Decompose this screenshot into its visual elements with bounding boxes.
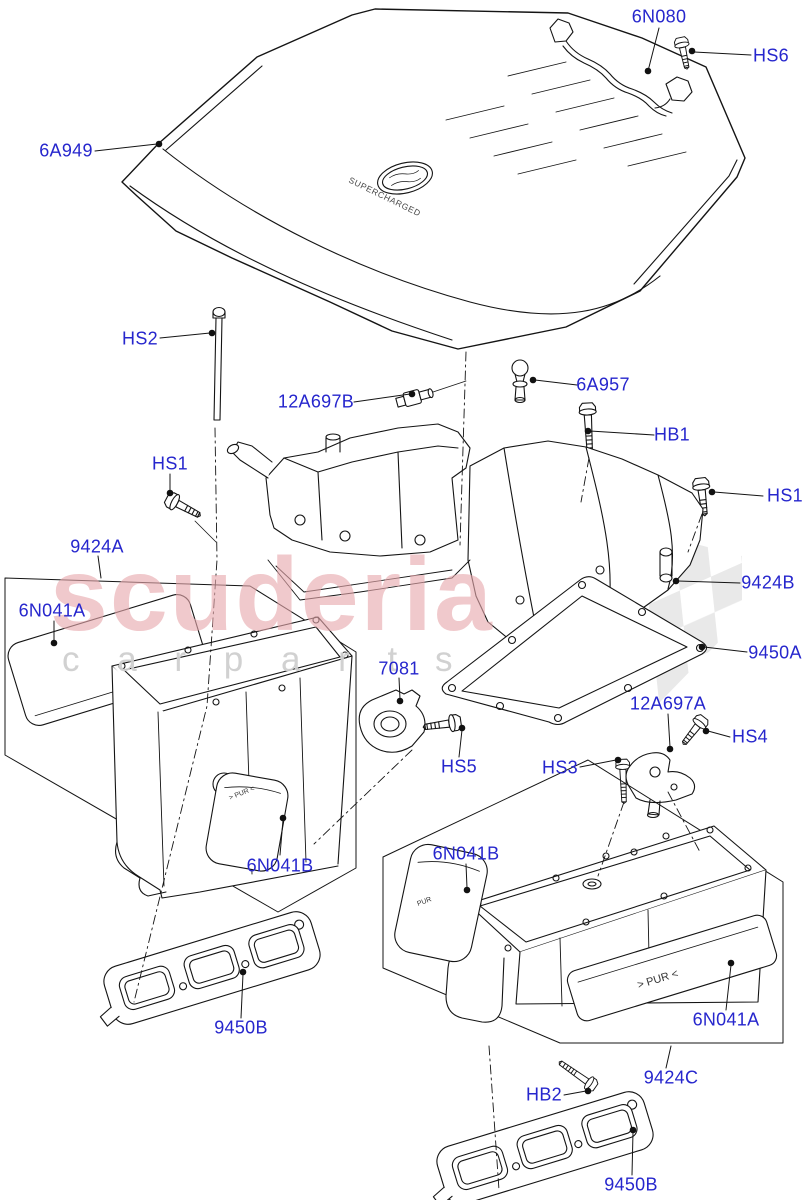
- part-label-6n080[interactable]: 6N080: [631, 6, 687, 27]
- solenoid-12a697a: [625, 752, 696, 819]
- part-label-6n041a-left[interactable]: 6N041A: [18, 600, 86, 621]
- part-label-6n041b-left[interactable]: 6N041B: [246, 855, 314, 876]
- part-label-hs5[interactable]: HS5: [441, 756, 477, 777]
- part-label-7081[interactable]: 7081: [378, 658, 420, 679]
- part-label-hs4[interactable]: HS4: [732, 726, 768, 747]
- stud-hs2: [212, 306, 226, 421]
- part-label-12a697a[interactable]: 12A697A: [629, 693, 707, 714]
- gasket-9450b-left: [86, 907, 325, 1033]
- part-label-hs6[interactable]: HS6: [753, 45, 789, 66]
- part-label-hb2[interactable]: HB2: [526, 1084, 562, 1105]
- part-label-6a949[interactable]: 6A949: [39, 140, 93, 161]
- box-9424c: [382, 759, 784, 1044]
- part-label-9424c[interactable]: 9424C: [643, 1067, 699, 1088]
- plenum-chamber-right: [445, 825, 767, 1023]
- tray-6n041a-right: > PUR <: [566, 914, 778, 1022]
- part-label-9424a[interactable]: 9424A: [70, 536, 124, 557]
- assembly-dash-lines: [133, 351, 703, 1191]
- gasket-9450a: [441, 576, 708, 726]
- box-9424a: [4, 577, 357, 913]
- part-label-6n041a-right[interactable]: 6N041A: [692, 1009, 760, 1030]
- part-label-9424b[interactable]: 9424B: [741, 572, 795, 593]
- bolt-hs5: [421, 712, 463, 737]
- leader-dots: [50, 47, 735, 1134]
- part-label-9450b-left[interactable]: 9450B: [214, 1017, 268, 1038]
- label-leader-lines: [53, 27, 764, 1176]
- part-label-9450b-right[interactable]: 9450B: [604, 1174, 658, 1195]
- land-rover-badge-icon: [377, 161, 433, 195]
- pur-marking-right-pad: PUR: [416, 896, 432, 908]
- part-label-9450a[interactable]: 9450A: [748, 642, 802, 663]
- part-label-hs2[interactable]: HS2: [122, 328, 158, 349]
- part-label-hb1[interactable]: HB1: [654, 424, 690, 445]
- part-label-6a957[interactable]: 6A957: [576, 374, 630, 395]
- part-label-6n041b-right[interactable]: 6N041B: [432, 843, 500, 864]
- part-label-hs1-right[interactable]: HS1: [767, 485, 803, 506]
- hs1-link-line: [194, 520, 217, 543]
- stud-6a957: [511, 359, 529, 404]
- pad-6n041b-right: PUR: [394, 843, 488, 963]
- pad-6n041b-left: > PUR <: [205, 772, 289, 872]
- flange-7081: [358, 689, 426, 753]
- harness-bracket-6n080: [549, 18, 693, 117]
- part-label-hs1-left[interactable]: HS1: [152, 453, 188, 474]
- supercharger-assembly: [226, 423, 704, 649]
- part-label-hs3[interactable]: HS3: [542, 757, 578, 778]
- engine-cover: SUPERCHARGED: [121, 8, 746, 350]
- part-label-12a697b[interactable]: 12A697B: [277, 391, 355, 412]
